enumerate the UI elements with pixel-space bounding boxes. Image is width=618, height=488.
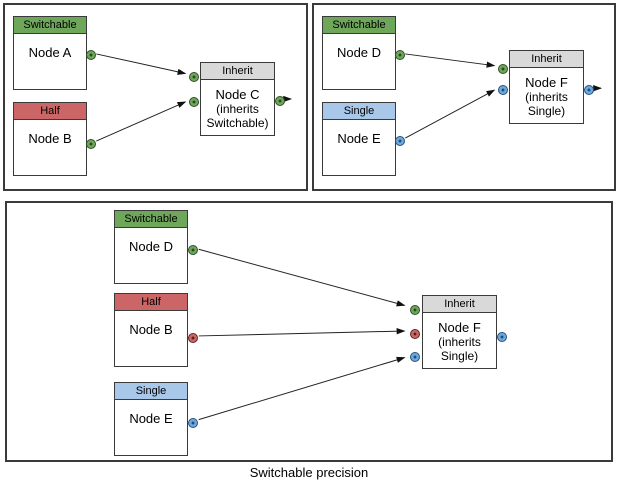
node-a-label: Node A (28, 45, 72, 60)
node-c-input-port-2 (189, 97, 199, 107)
node-a-type-header: Switchable (14, 17, 86, 34)
edge-node-e-to-node-f (198, 356, 406, 421)
panel-bottom: Switchable Node D Half Node B Single Nod… (5, 201, 613, 462)
node-d-type-header: Switchable (115, 211, 187, 228)
edge-node-d-to-node-f (405, 53, 496, 68)
node-e-label: Node E (337, 131, 381, 146)
node-c-input-port-1 (189, 72, 199, 82)
node-f-type-header: Inherit (423, 296, 496, 313)
node-d: Switchable Node D (114, 210, 188, 284)
node-f-label: Node F (inherits Single) (423, 313, 496, 368)
node-f-input-port-3 (410, 352, 420, 362)
node-b: Half Node B (114, 293, 188, 367)
node-b-output-port (86, 139, 96, 149)
node-f-type-header: Inherit (510, 51, 583, 68)
node-e-output-port (188, 418, 198, 428)
node-d-type-header: Switchable (323, 17, 395, 34)
node-f-input-port-2 (498, 85, 508, 95)
node-f-output-port (584, 85, 594, 95)
node-f-label: Node F (inherits Single) (510, 68, 583, 123)
node-e-label: Node E (129, 411, 173, 426)
node-f: Inherit Node F (inherits Single) (422, 295, 497, 369)
node-f-output-port (497, 332, 507, 342)
edge-node-b-to-node-f (198, 328, 406, 337)
node-f-subtitle: (inherits Single) (438, 335, 481, 364)
node-d-label: Node D (336, 45, 382, 60)
node-b-label: Node B (129, 322, 173, 337)
figure-caption: Switchable precision (249, 465, 369, 480)
node-d-label: Node D (128, 239, 174, 254)
node-f-input-port-1 (410, 305, 420, 315)
node-f-subtitle: (inherits Single) (525, 90, 568, 119)
node-e-type-header: Single (115, 383, 187, 400)
node-e-output-port (395, 136, 405, 146)
node-e: Single Node E (114, 382, 188, 456)
panel-top-left: Switchable Node A Half Node B Inherit No… (3, 3, 308, 191)
node-d-output-port (188, 245, 198, 255)
node-b-label: Node B (28, 131, 72, 146)
node-c-output-port (275, 96, 285, 106)
node-d: Switchable Node D (322, 16, 396, 90)
edge-node-a-to-node-c (96, 53, 187, 75)
node-c-subtitle: (inherits Switchable) (206, 102, 269, 131)
node-f-input-port-2 (410, 329, 420, 339)
node-f-name: Node F (525, 74, 568, 90)
node-a: Switchable Node A (13, 16, 87, 90)
edge-node-e-to-node-f (405, 89, 496, 139)
node-d-output-port (395, 50, 405, 60)
node-b-type-header: Half (14, 103, 86, 120)
panel-top-right: Switchable Node D Single Node E Inherit … (312, 3, 616, 191)
node-b: Half Node B (13, 102, 87, 176)
node-f-input-port-1 (498, 64, 508, 74)
node-b-output-port (188, 333, 198, 343)
node-f: Inherit Node F (inherits Single) (509, 50, 584, 124)
node-c-label: Node C (inherits Switchable) (201, 80, 274, 135)
node-c-type-header: Inherit (201, 63, 274, 80)
edge-node-b-to-node-c (96, 101, 187, 142)
node-f-name: Node F (438, 319, 481, 335)
node-a-output-port (86, 50, 96, 60)
node-e-type-header: Single (323, 103, 395, 120)
node-c-name: Node C (215, 86, 260, 102)
edges-bottom (198, 248, 406, 421)
node-b-type-header: Half (115, 294, 187, 311)
node-e: Single Node E (322, 102, 396, 176)
edge-node-d-to-node-f (198, 248, 406, 307)
node-c: Inherit Node C (inherits Switchable) (200, 62, 275, 136)
